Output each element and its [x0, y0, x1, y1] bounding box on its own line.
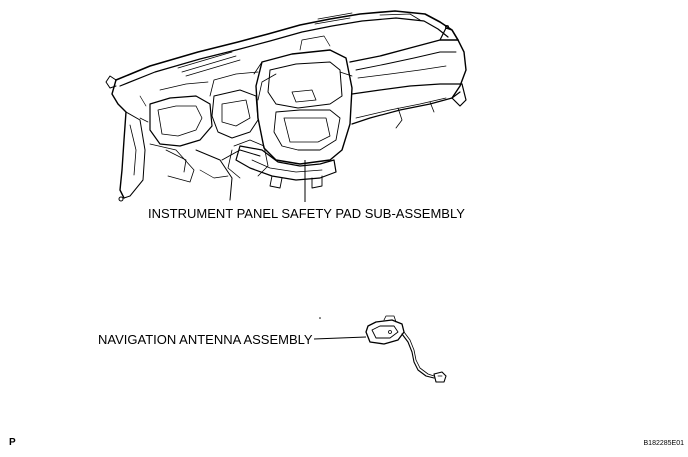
stray-dot — [319, 317, 321, 319]
navigation-antenna-drawing — [365, 315, 447, 383]
figure-code: B182285E01 — [643, 440, 684, 447]
navigation-antenna-label: NAVIGATION ANTENNA ASSEMBLY — [98, 332, 313, 347]
corner-letter: P — [9, 437, 16, 448]
instrument-panel-drawing — [105, 10, 467, 202]
navigation-antenna-leader — [313, 336, 367, 340]
instrument-panel-label: INSTRUMENT PANEL SAFETY PAD SUB-ASSEMBLY — [148, 206, 465, 221]
